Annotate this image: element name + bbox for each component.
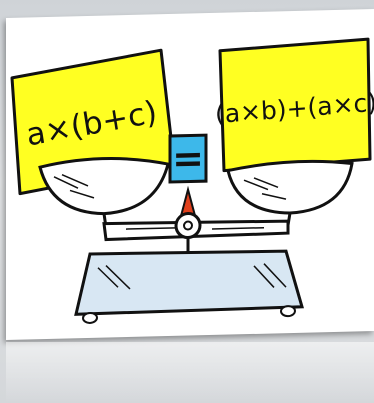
right-expression-card: (a×b)+(a×c) (214, 37, 374, 173)
left-expression-card: a×(b+c) (10, 48, 176, 196)
frame-reflection (6, 342, 374, 403)
left-scale-pan (38, 157, 170, 228)
balance-scale-illustration: a×(b+c) (a×b)+(a×c) (10, 37, 374, 324)
picture-frame: a×(b+c) (a×b)+(a×c) (6, 9, 374, 340)
right-scale-pan (226, 159, 354, 226)
equals-sign: = (172, 136, 204, 181)
equals-sign-box: = (168, 133, 208, 184)
scale-pivot (174, 212, 202, 252)
scale-base (74, 249, 304, 324)
